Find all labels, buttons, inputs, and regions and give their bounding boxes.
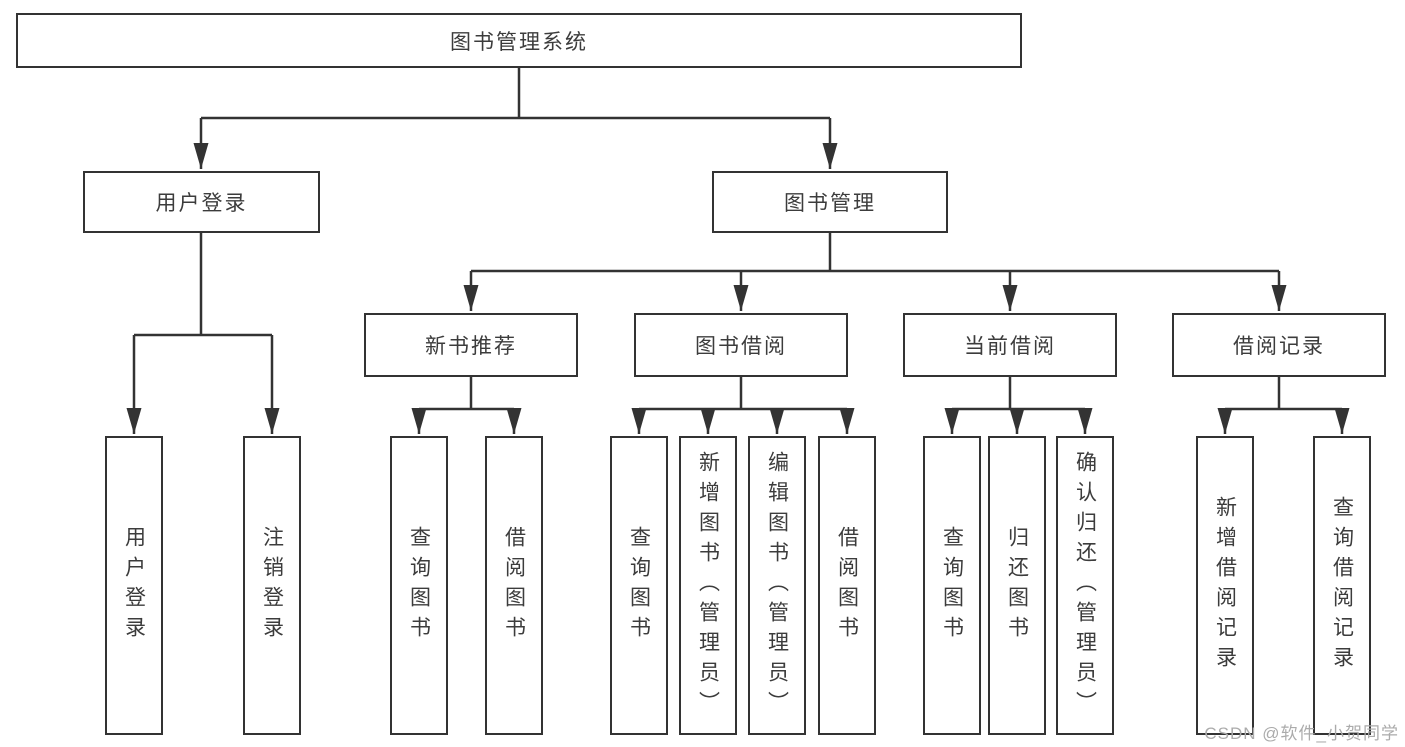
leaf-return-books: 归还图书	[988, 436, 1046, 735]
node-book-borrow: 图书借阅	[634, 313, 848, 377]
leaf-label: 归还图书	[1005, 525, 1029, 646]
leaf-label: 新增图书（管理员）	[696, 450, 720, 721]
leaf-confirm-return-admin: 确认归还（管理员）	[1056, 436, 1114, 735]
node-label: 用户登录	[155, 192, 248, 215]
node-label: 新书推荐	[425, 335, 517, 358]
leaf-query-borrow-record: 查询借阅记录	[1313, 436, 1371, 735]
leaf-label: 借阅图书	[835, 525, 859, 646]
leaf-query-books: 查询图书	[923, 436, 981, 735]
leaf-borrow-books: 借阅图书	[485, 436, 543, 735]
node-label: 图书管理	[784, 192, 876, 215]
leaf-label: 查询图书	[940, 525, 964, 646]
leaf-label: 确认归还（管理员）	[1073, 450, 1097, 721]
leaf-query-books: 查询图书	[390, 436, 448, 735]
leaf-label: 借阅图书	[502, 525, 526, 646]
leaf-label: 用户登录	[122, 525, 146, 646]
leaf-user-login: 用户登录	[105, 436, 163, 735]
leaf-label: 编辑图书（管理员）	[765, 450, 789, 721]
leaf-label: 查询图书	[627, 525, 651, 646]
node-borrow-record: 借阅记录	[1172, 313, 1386, 377]
leaf-label: 注销登录	[260, 525, 284, 646]
leaf-logout: 注销登录	[243, 436, 301, 735]
node-library-system-root: 图书管理系统	[16, 13, 1022, 68]
leaf-label: 新增借阅记录	[1213, 495, 1237, 676]
leaf-borrow-books: 借阅图书	[818, 436, 876, 735]
node-label: 图书借阅	[695, 335, 787, 358]
node-label: 借阅记录	[1233, 335, 1325, 358]
csdn-watermark: CSDN @软件_小贺同学	[1204, 724, 1399, 743]
node-book-management: 图书管理	[712, 171, 948, 233]
node-label: 当前借阅	[964, 335, 1056, 358]
leaf-label: 查询借阅记录	[1330, 495, 1354, 676]
leaf-edit-books-admin: 编辑图书（管理员）	[748, 436, 806, 735]
node-label: 图书管理系统	[450, 30, 588, 54]
node-new-book-recommend: 新书推荐	[364, 313, 578, 377]
leaf-add-borrow-record: 新增借阅记录	[1196, 436, 1254, 735]
leaf-label: 查询图书	[407, 525, 431, 646]
leaf-query-books: 查询图书	[610, 436, 668, 735]
node-user-login: 用户登录	[83, 171, 320, 233]
node-current-borrow: 当前借阅	[903, 313, 1117, 377]
leaf-add-books-admin: 新增图书（管理员）	[679, 436, 737, 735]
